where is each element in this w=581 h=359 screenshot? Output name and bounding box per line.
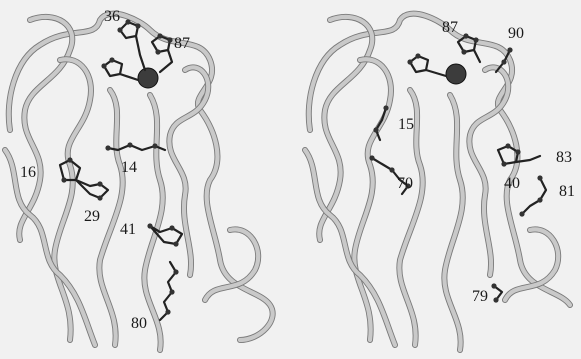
residue-label-83: 83 — [556, 150, 572, 166]
residue-label-90: 90 — [508, 26, 524, 42]
residue-label-16: 16 — [20, 165, 36, 181]
residue-label-14: 14 — [121, 160, 137, 176]
residue-label-29: 29 — [84, 209, 100, 225]
residue-label-87: 87 — [174, 36, 190, 52]
residue-label-79: 79 — [472, 289, 488, 305]
residue-label-70: 70 — [397, 176, 413, 192]
residue-label-40: 40 — [504, 176, 520, 192]
backbone-ribbon — [5, 14, 273, 350]
left-structure-panel — [0, 0, 290, 359]
residue-label-15: 15 — [398, 117, 414, 133]
backbone-ribbon — [305, 14, 570, 350]
right-structure-panel — [290, 0, 581, 359]
metal-ion — [138, 68, 158, 88]
residue-label-80: 80 — [131, 316, 147, 332]
residue-label-87: 87 — [442, 20, 458, 36]
residue-label-81: 81 — [559, 184, 575, 200]
residue-label-41: 41 — [120, 222, 136, 238]
residue-label-36: 36 — [104, 9, 120, 25]
metal-ion — [446, 64, 466, 84]
